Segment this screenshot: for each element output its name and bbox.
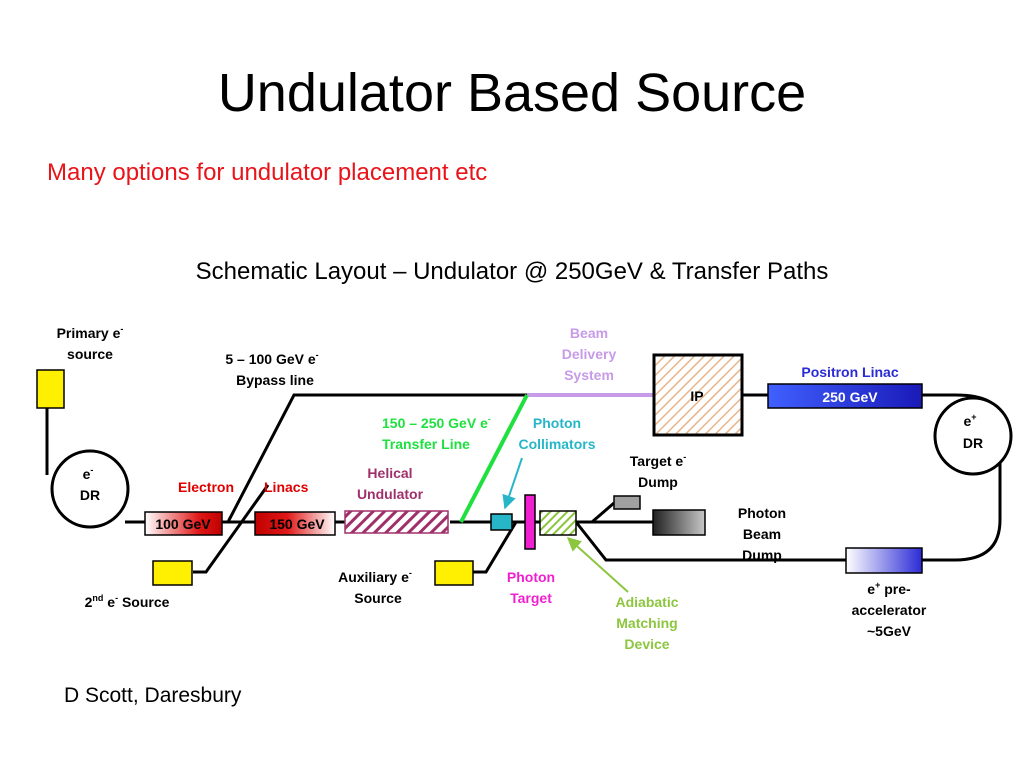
bypass-line	[226, 393, 527, 523]
collimators-label-line2: Collimators	[518, 436, 595, 452]
preacc-label-line1: e+ pre-	[867, 580, 911, 597]
auxiliary-source-box	[434, 560, 474, 586]
aux-source-line	[473, 521, 518, 574]
interaction-point-box	[652, 353, 744, 437]
electron-label: Electron	[178, 479, 234, 495]
second-source-line	[193, 484, 270, 574]
electron-damping-ring	[50, 449, 130, 529]
photon-target-label-line1: Photon	[507, 569, 555, 585]
adiabatic-matching-box	[539, 510, 577, 536]
transfer-line-label-line2: Transfer Line	[382, 436, 470, 452]
pre-acc-to-pdr	[922, 460, 1002, 562]
transfer-line	[459, 394, 529, 523]
pre-accelerator-box	[845, 547, 923, 574]
primary-source-label-line2: source	[67, 346, 113, 362]
edr-label-line2: DR	[80, 487, 100, 503]
diagram-caption: Schematic Layout – Undulator @ 250GeV & …	[195, 258, 829, 285]
positron-linac-energy: 250 GeV	[822, 389, 878, 405]
bds-label-line2: Delivery	[562, 346, 617, 362]
credit: D Scott, Daresbury	[64, 684, 242, 707]
primary-source-box	[36, 369, 65, 409]
edr-label-line1: e-	[83, 465, 94, 482]
photon-collimator-box	[490, 513, 513, 531]
target-dump-label-line2: Dump	[638, 474, 678, 490]
aux-source-label-line1: Auxiliary e-	[338, 568, 412, 585]
helical-label-line2: Undulator	[357, 486, 424, 502]
linac-150gev-box	[254, 511, 336, 536]
bds-label-line1: Beam	[570, 325, 608, 341]
preacc-label-line3: ~5GeV	[867, 623, 912, 639]
target-dump-box	[613, 495, 641, 510]
primary-source-label-line1: Primary e-	[57, 324, 124, 341]
second-source-label: 2nd e- Source	[85, 593, 170, 610]
linac-100gev-label: 100 GeV	[155, 516, 211, 532]
preacc-label-line2: accelerator	[852, 602, 927, 618]
bds-label-line3: System	[564, 367, 614, 383]
linac-150gev-label: 150 GeV	[269, 516, 325, 532]
slide-title: Undulator Based Source	[217, 63, 807, 123]
to-target-dump	[576, 501, 615, 524]
positron-linac-label: Positron Linac	[801, 364, 898, 380]
linac-100gev-box	[144, 511, 223, 536]
linacs-label: Linacs	[264, 479, 309, 495]
adiabatic-label-line1: Adiabatic	[615, 594, 678, 610]
photon-dump-label-line2: Beam	[743, 526, 781, 542]
positron-linac-box	[767, 383, 923, 409]
transfer-line-label-line1: 150 – 250 GeV e-	[382, 414, 491, 431]
adiabatic-label-line2: Matching	[616, 615, 677, 631]
target-dump-label-line1: Target e-	[630, 452, 686, 469]
photon-target-label-line2: Target	[510, 590, 552, 606]
bypass-label-line2: Bypass line	[236, 372, 314, 388]
adiabatic-label-line3: Device	[624, 636, 669, 652]
adiabatic-arrow	[566, 537, 629, 593]
pdr-label-line2: DR	[963, 435, 983, 451]
positron-return-line	[574, 521, 846, 562]
collimators-arrow	[502, 457, 523, 510]
bypass-label-line1: 5 – 100 GeV e-	[225, 350, 318, 367]
aux-source-label-line2: Source	[354, 590, 402, 606]
photon-dump-label-line3: Dump	[742, 547, 782, 563]
photon-dump-label-line1: Photon	[738, 505, 786, 521]
positron-damping-ring	[933, 396, 1013, 476]
collimators-label-line1: Photon	[533, 415, 581, 431]
ip-label: IP	[690, 388, 703, 404]
helical-label-line1: Helical	[367, 465, 412, 481]
photon-target-box	[524, 494, 536, 550]
pdr-label-line1: e+	[963, 412, 976, 429]
photon-beam-dump-box	[652, 509, 706, 536]
slide-subtitle: Many options for undulator placement etc	[47, 159, 488, 186]
helical-undulator-box	[344, 510, 449, 534]
second-source-box	[152, 560, 193, 586]
